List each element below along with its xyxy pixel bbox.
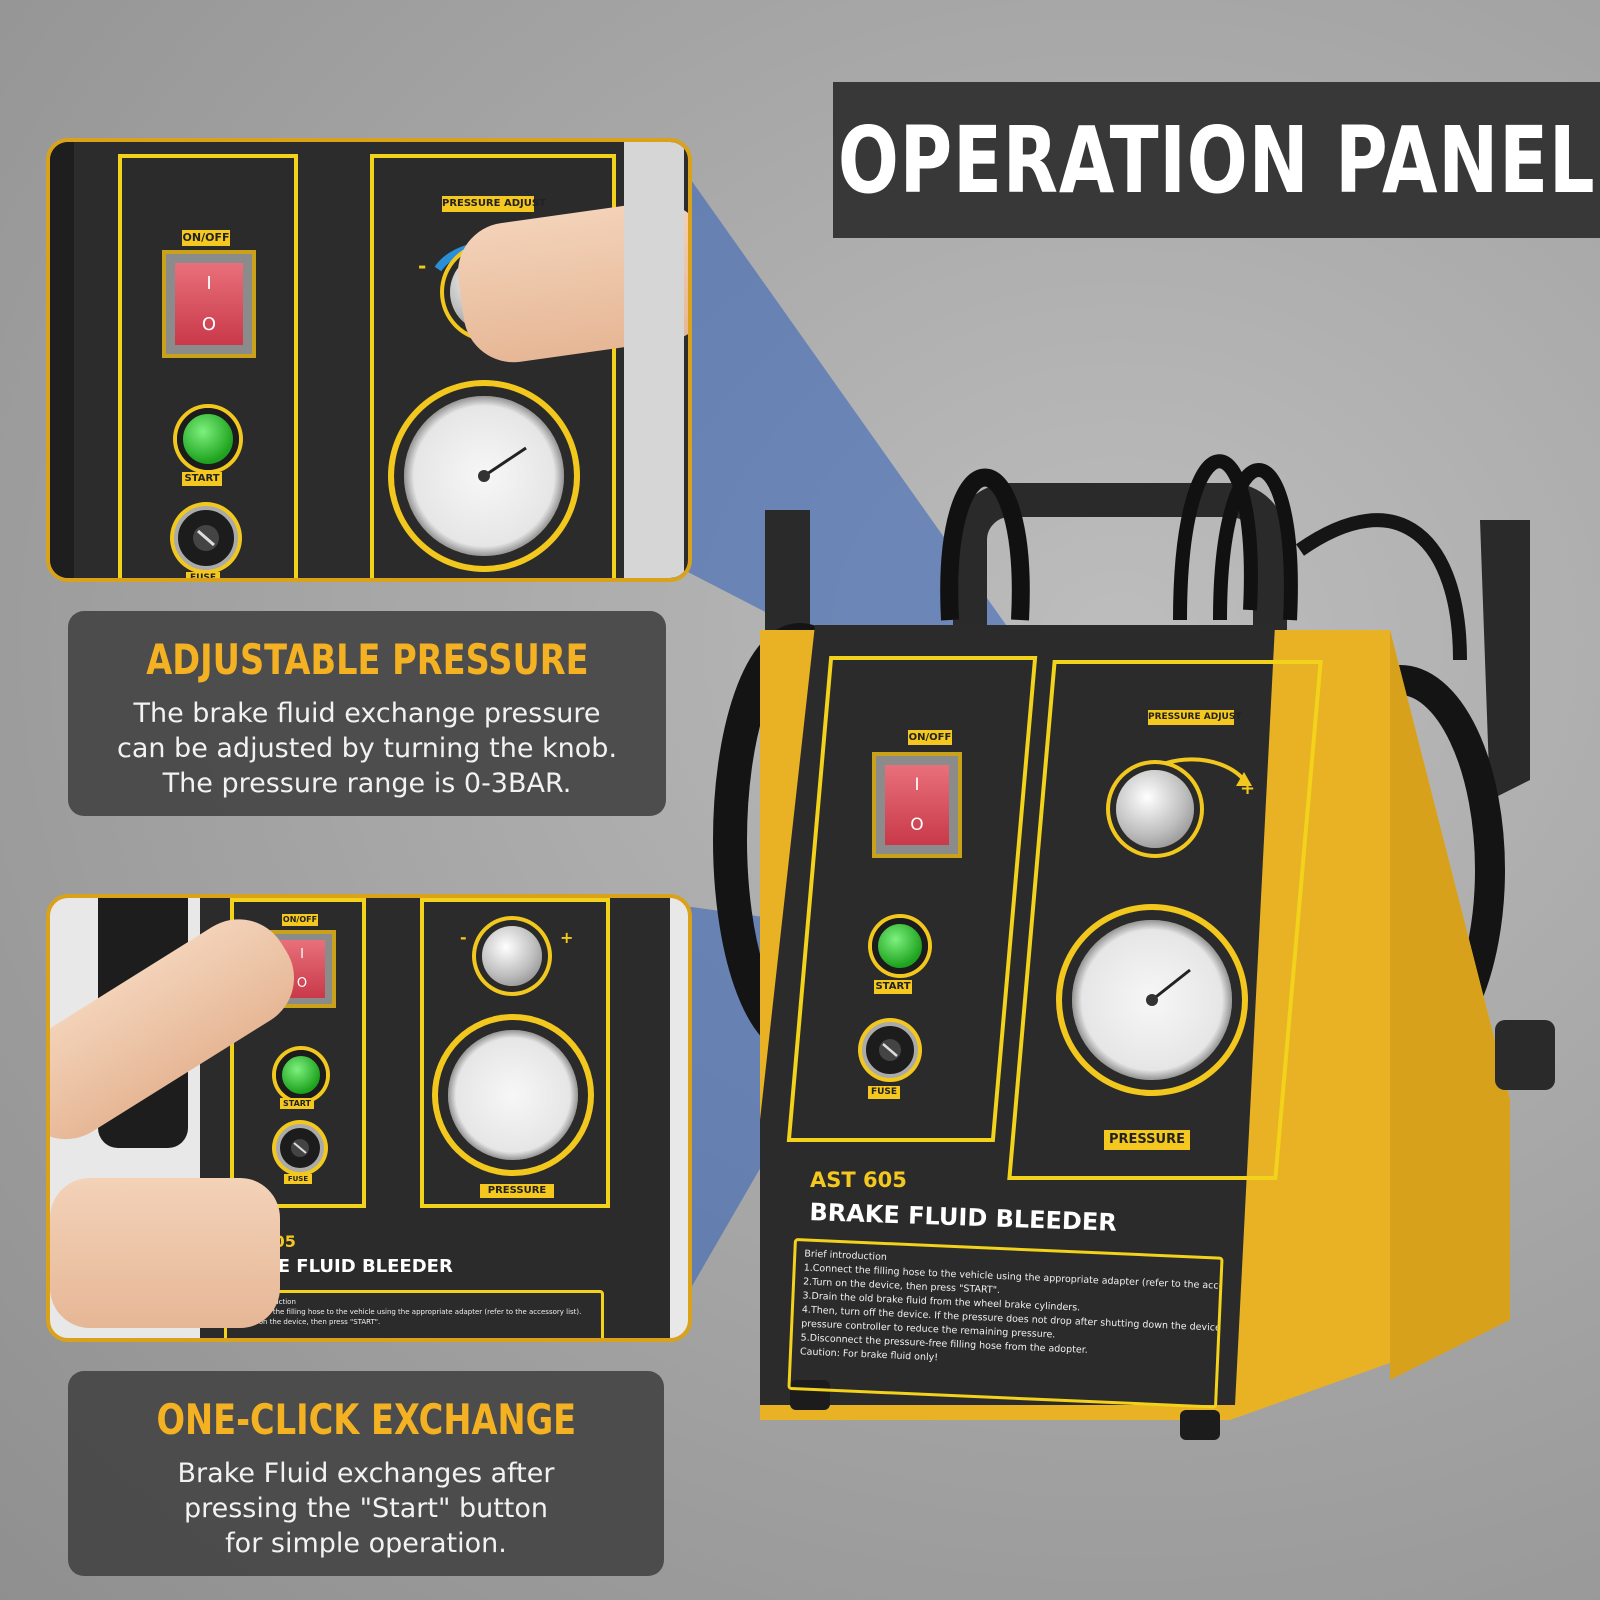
switch-on-mark-bottom: I — [300, 947, 304, 963]
hand-palm — [50, 1178, 280, 1328]
feature-card-pressure: ADJUSTABLE PRESSURE The brake fluid exch… — [68, 611, 666, 816]
switch-off-mark: O — [201, 314, 217, 335]
page-title: OPERATION PANEL — [837, 106, 1596, 214]
power-plug — [1495, 1020, 1555, 1090]
machine-plus-mark: + — [1240, 778, 1256, 799]
hose-mid — [1173, 454, 1258, 621]
intro-box: Brief introduction 1.Connect the filling… — [787, 1238, 1224, 1409]
start-label-bottom: START — [280, 1098, 314, 1109]
start-button[interactable] — [177, 408, 239, 470]
hose-right — [1213, 463, 1298, 621]
on-off-label: ON/OFF — [182, 230, 230, 246]
housing-side — [1390, 630, 1510, 1380]
switch-on-mark: I — [206, 273, 212, 294]
zoom-intro-line: 2.Turn on the device, then press "START"… — [235, 1318, 381, 1326]
pressure-gauge — [404, 396, 564, 556]
machine-start-button[interactable] — [872, 918, 928, 974]
switch-off-mark-bottom: O — [296, 975, 308, 991]
fuse-label-bottom: FUSE — [284, 1174, 312, 1184]
on-off-label-bottom: ON/OFF — [282, 914, 318, 926]
product-model: AST 605 — [810, 1168, 907, 1192]
pressure-label-bottom: PRESSURE — [480, 1184, 554, 1198]
zoom-panel-pressure: ON/OFF I O START FUSE PRESSURE ADJUST - … — [46, 138, 692, 582]
gauge-needle-icon — [478, 446, 527, 482]
hose-left — [940, 468, 1030, 621]
pressure-knob-bottom[interactable] — [482, 926, 542, 986]
machine-pressure-label: PRESSURE — [1104, 1130, 1190, 1150]
feature-desc-exchange: Brake Fluid exchanges after pressing the… — [177, 1458, 555, 1559]
start-button-bottom[interactable] — [276, 1050, 326, 1100]
feature-card-exchange: ONE-CLICK EXCHANGE Brake Fluid exchanges… — [68, 1371, 664, 1576]
background-edge — [624, 142, 684, 578]
machine-fuse-slot-icon — [879, 1039, 901, 1061]
start-label: START — [182, 472, 222, 486]
zoom-intro-line: 1.Connect the filling hose to the vehicl… — [235, 1308, 582, 1316]
machine-on-off-label: ON/OFF — [908, 730, 952, 745]
fuse-slot-icon-bottom — [291, 1139, 309, 1157]
machine-fuse-holder[interactable] — [862, 1022, 918, 1078]
zoom-panel-start: ON/OFF I O START FUSE - + PRESSURE T 605… — [46, 894, 692, 1342]
minus-mark-bottom: - — [460, 928, 467, 947]
fuse-holder-bottom[interactable] — [276, 1124, 324, 1172]
power-switch[interactable]: I O — [162, 250, 256, 358]
plus-mark-bottom: + — [560, 928, 574, 947]
foot — [790, 1380, 830, 1410]
minus-mark: - — [418, 254, 427, 278]
pressure-adjust-label: PRESSURE ADJUST — [442, 196, 546, 212]
left-subpanel: ON/OFF I O START FUSE — [118, 154, 298, 578]
machine-switch-on-mark: I — [914, 774, 920, 795]
machine-fuse-label: FUSE — [868, 1086, 900, 1099]
machine-pressure-adjust-label: PRESSURE ADJUST — [1148, 710, 1241, 725]
side-edge — [50, 142, 74, 578]
machine-minus-mark: - — [1116, 778, 1124, 799]
machine-gauge-needle-icon — [1146, 968, 1191, 1006]
fuse-slot-icon — [193, 525, 219, 551]
pressure-gauge-bottom — [448, 1030, 578, 1160]
machine-pressure-knob[interactable] — [1116, 770, 1194, 848]
bracket-right — [1480, 520, 1530, 800]
machine-start-label: START — [874, 980, 912, 994]
machine-left-subpanel — [786, 656, 1038, 1142]
title-banner: OPERATION PANEL — [833, 82, 1600, 238]
zoom-product-name: RAKE FLUID BLEEDER — [236, 1256, 453, 1277]
machine-switch-off-mark: O — [910, 815, 924, 836]
foot — [1180, 1410, 1220, 1440]
fuse-label: FUSE — [186, 572, 220, 578]
feature-heading-pressure: ADJUSTABLE PRESSURE — [145, 635, 589, 684]
zoom-intro-heading: Brief introduction — [235, 1297, 593, 1307]
machine-pressure-gauge — [1072, 920, 1232, 1080]
fuse-holder[interactable] — [174, 506, 238, 570]
machine-power-switch[interactable]: I O — [872, 752, 962, 858]
feature-heading-exchange: ONE-CLICK EXCHANGE — [156, 1395, 576, 1444]
power-cable — [1295, 513, 1467, 661]
zoom-intro-box: Brief introduction 1.Connect the filling… — [224, 1290, 604, 1338]
right-subpanel-bottom: - + PRESSURE — [420, 898, 610, 1208]
feature-desc-pressure: The brake fluid exchange pressure can be… — [116, 698, 618, 799]
